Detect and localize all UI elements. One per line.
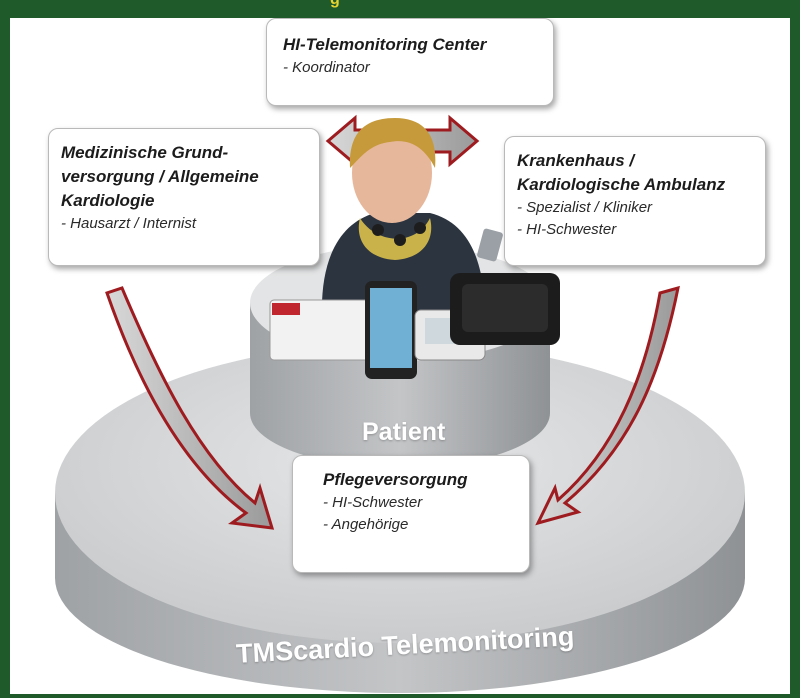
left-title-line: versorgung / Allgemeine: [61, 167, 259, 186]
header-text: g: [330, 0, 340, 9]
hospital-box: Krankenhaus / Kardiologische Ambulanz - …: [504, 136, 766, 266]
bottom-item: - Angehörige: [323, 516, 409, 533]
right-item: - HI-Schwester: [517, 221, 617, 238]
left-curved-arrow: [105, 286, 275, 530]
bottom-item: - HI-Schwester: [323, 494, 423, 511]
left-title-line: Kardiologie: [61, 191, 155, 210]
diagram-canvas: HI-Telemonitoring Center - Koordinator M…: [10, 18, 790, 694]
right-title-line: Kardiologische Ambulanz: [517, 175, 726, 194]
patient-figure: [321, 118, 503, 318]
left-title-line: Medizinische Grund-: [61, 143, 229, 162]
primary-care-box: Medizinische Grund- versorgung / Allgeme…: [48, 128, 320, 266]
nursing-care-box: Pflegeversorgung - HI-Schwester - Angehö…: [292, 455, 530, 573]
center-item: - Koordinator: [283, 59, 370, 76]
right-title-line: Krankenhaus /: [517, 151, 635, 170]
header-strip: g: [0, 0, 800, 18]
center-title: HI-Telemonitoring Center: [283, 35, 487, 54]
patient-label: Patient: [362, 418, 446, 446]
diagram-graphics: [55, 114, 745, 693]
telemonitoring-center-box: HI-Telemonitoring Center - Koordinator: [266, 18, 554, 106]
medical-devices: [269, 273, 560, 379]
left-item: - Hausarzt / Internist: [61, 215, 197, 232]
right-curved-arrow: [535, 285, 680, 526]
bottom-title: Pflegeversorgung: [323, 470, 468, 489]
right-item: - Spezialist / Kliniker: [517, 199, 653, 216]
